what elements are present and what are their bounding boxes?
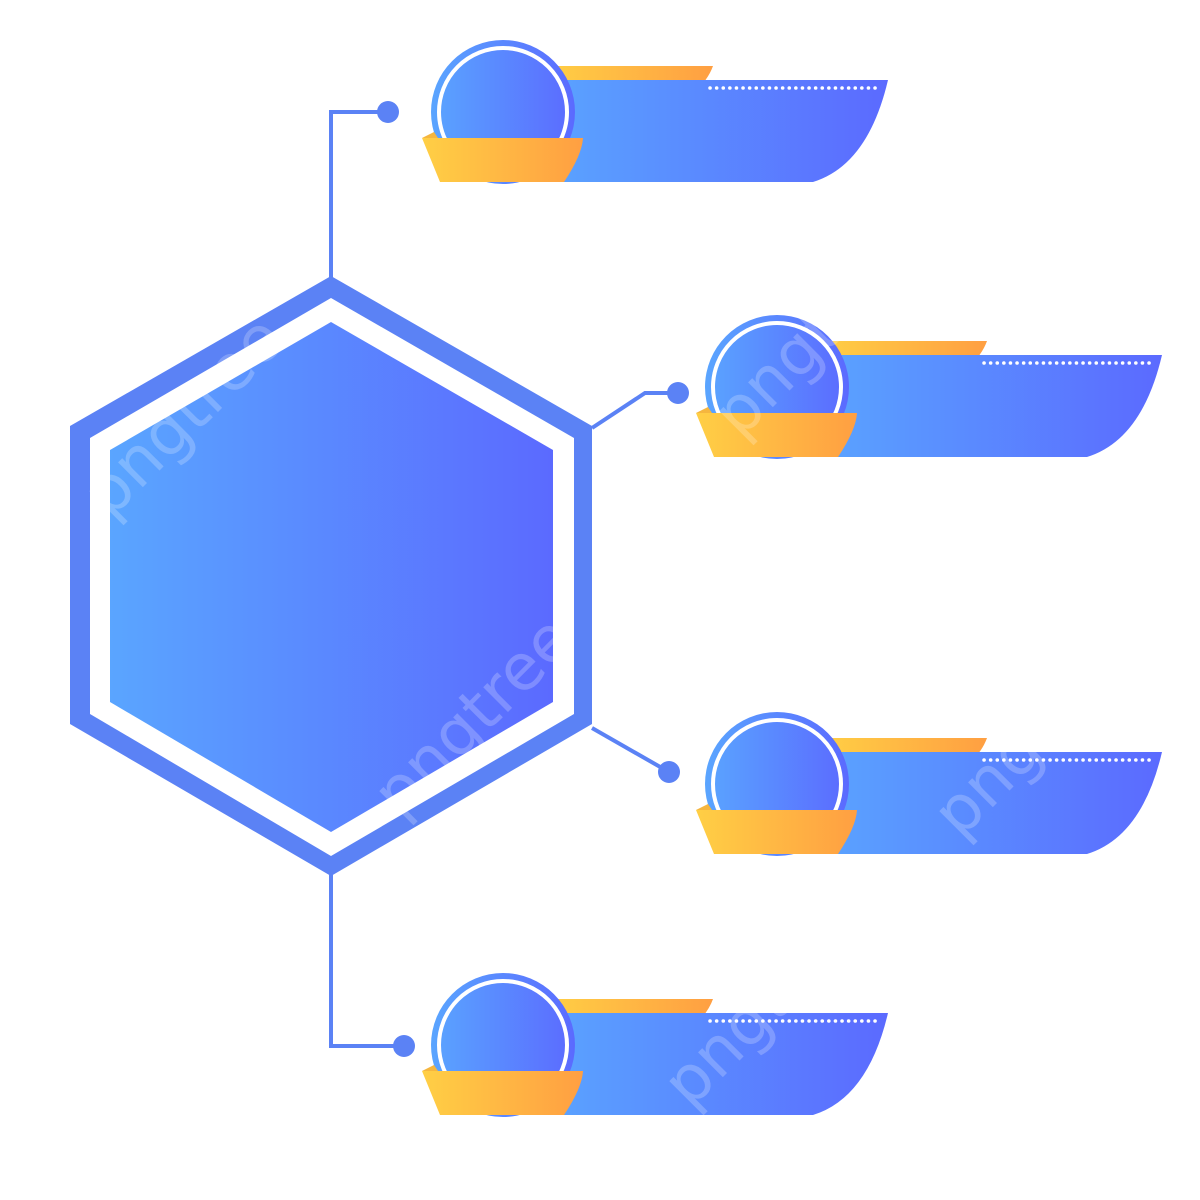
connector-line-4 (329, 872, 404, 1048)
connector-dot-1 (377, 101, 399, 123)
connector-line-2 (590, 391, 678, 430)
connector-line-1 (329, 110, 388, 280)
connector-dot-4 (393, 1035, 415, 1057)
connector-line-3 (591, 726, 670, 774)
hexagon-inner (110, 322, 553, 832)
connector-dot-3 (658, 761, 680, 783)
connector-lines (329, 110, 678, 1048)
label-banner-1 (420, 38, 890, 186)
center-hexagon (70, 276, 592, 876)
label-banner-3 (694, 710, 1164, 858)
connector-dot-2 (667, 382, 689, 404)
connector-dots (377, 101, 689, 1057)
